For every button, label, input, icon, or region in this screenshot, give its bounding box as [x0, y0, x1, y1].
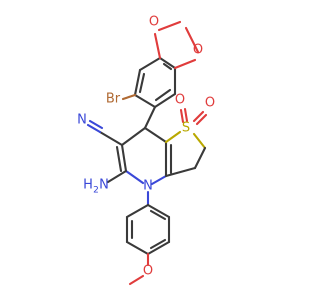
- bond: [149, 209, 167, 221]
- bond: [138, 56, 162, 72]
- thiolane-ring: [164, 107, 208, 178]
- bond: [115, 145, 123, 173]
- bond: [162, 62, 173, 71]
- amino-n-label: N: [99, 178, 109, 193]
- bond: [106, 169, 128, 184]
- bond: [133, 93, 157, 109]
- bond: [133, 68, 142, 97]
- sulfonyl-oxygen-label: O: [175, 93, 185, 108]
- bond: [154, 88, 172, 102]
- bond: [149, 238, 167, 250]
- bond: [158, 56, 177, 70]
- bond: [146, 203, 171, 219]
- bond: [193, 146, 207, 170]
- methoxy-oxygen-label: O: [143, 264, 153, 279]
- molecule-canvas: O O Br N S O O N H 2 N O: [77, 14, 216, 286]
- bond: [88, 119, 104, 130]
- structure-diagram: O O Br N S O O N H 2 N O: [77, 15, 215, 286]
- nitrile-nitrogen-label: N: [77, 113, 87, 128]
- central-ring: [115, 105, 173, 186]
- bond: [192, 110, 205, 123]
- bond: [143, 105, 157, 130]
- bond: [192, 132, 207, 150]
- oxygen-label: O: [149, 15, 159, 30]
- bond: [153, 32, 162, 60]
- sulfonyl-oxygen-label: O: [205, 96, 215, 111]
- bond: [183, 107, 189, 123]
- benzodioxole-ring: [133, 20, 200, 109]
- methoxyphenyl-ring: [125, 190, 171, 286]
- amino-h-label: H: [83, 178, 93, 193]
- bond: [128, 274, 145, 286]
- bond: [86, 123, 102, 134]
- bond: [125, 240, 150, 256]
- bond: [143, 126, 168, 144]
- bond: [124, 169, 145, 185]
- bond: [153, 92, 177, 109]
- bond: [164, 166, 197, 178]
- amino-group-label: H 2 N: [83, 178, 109, 196]
- bond: [179, 108, 185, 124]
- bond: [138, 72, 146, 94]
- ring-nitrogen-label: N: [143, 179, 153, 194]
- bond: [173, 58, 197, 70]
- bond: [98, 130, 124, 147]
- bond: [121, 93, 137, 101]
- bond: [157, 20, 182, 32]
- bond: [184, 26, 200, 54]
- bond: [146, 240, 171, 256]
- bond: [120, 143, 128, 173]
- bond: [125, 203, 150, 219]
- oxygen-label: O: [193, 43, 203, 58]
- sulfur-label: S: [182, 121, 190, 136]
- amino-subscript-label: 2: [93, 186, 99, 196]
- bond: [120, 126, 147, 147]
- bond: [150, 174, 168, 186]
- bond: [164, 130, 182, 144]
- bond: [195, 113, 208, 126]
- bromine-label: Br: [106, 92, 121, 107]
